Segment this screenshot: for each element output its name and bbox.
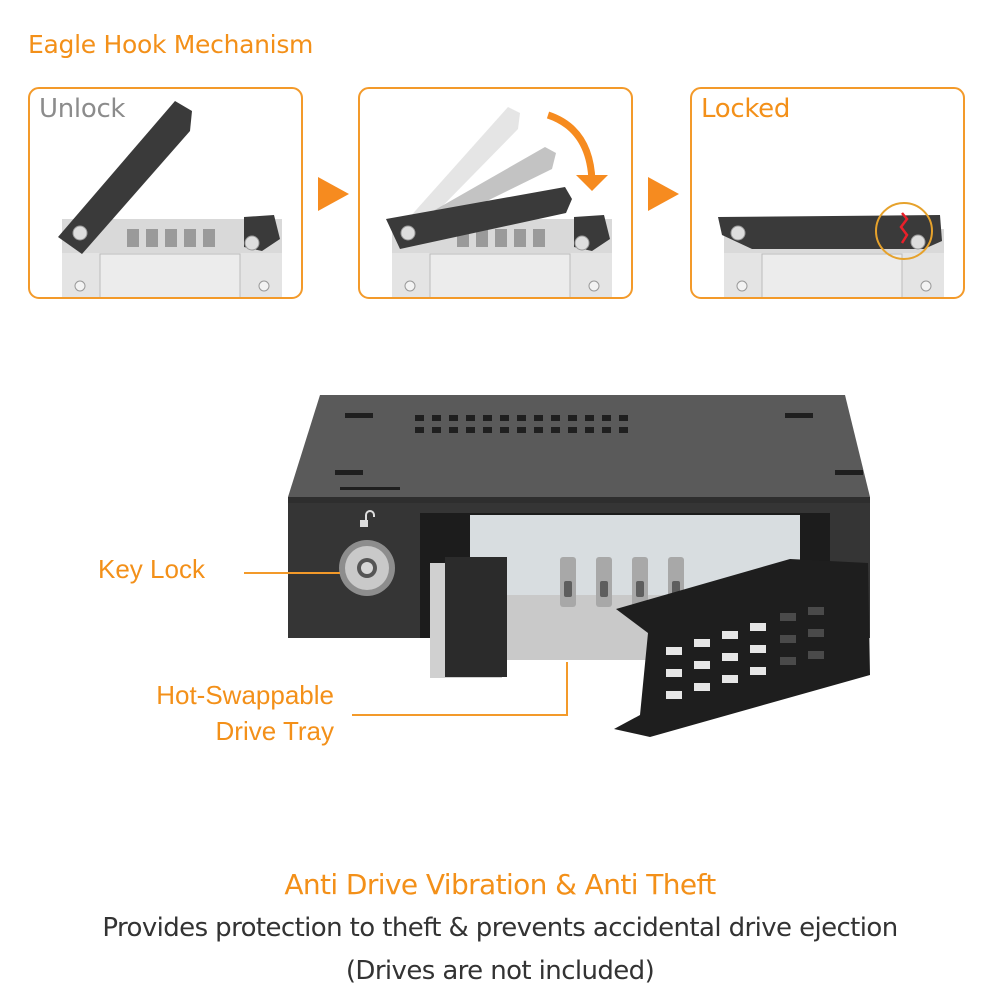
tray-latch-closing-illustration — [386, 107, 612, 297]
callout-line-tray-v — [566, 662, 568, 716]
mobile-rack-enclosure-illustration — [288, 395, 870, 737]
tray-latch-unlocked-illustration — [58, 101, 282, 297]
feature-title: Anti Drive Vibration & Anti Theft — [284, 868, 716, 901]
step-label-unlock: Unlock — [39, 94, 126, 124]
step-panel-locked: Locked — [690, 87, 965, 299]
callout-tray-line2: Drive Tray — [215, 716, 334, 746]
play-arrow-icon — [648, 177, 679, 211]
rotate-arrow — [546, 111, 596, 182]
lock-highlight-circle — [875, 202, 933, 260]
callout-line-tray-h — [352, 714, 567, 716]
feature-note: (Drives are not included) — [345, 956, 655, 986]
step-panel-unlock: Unlock — [28, 87, 303, 299]
step-panel-closing — [358, 87, 633, 299]
step-label-locked: Locked — [701, 94, 791, 124]
callout-line-key-lock — [244, 572, 340, 574]
play-arrow-icon — [318, 177, 349, 211]
callout-key-lock: Key Lock — [98, 554, 205, 584]
feature-description: Provides protection to theft & prevents … — [102, 913, 898, 943]
section-title: Eagle Hook Mechanism — [28, 30, 314, 59]
callout-tray-line1: Hot-Swappable — [156, 680, 334, 710]
tray-latch-locked-illustration — [718, 202, 944, 297]
